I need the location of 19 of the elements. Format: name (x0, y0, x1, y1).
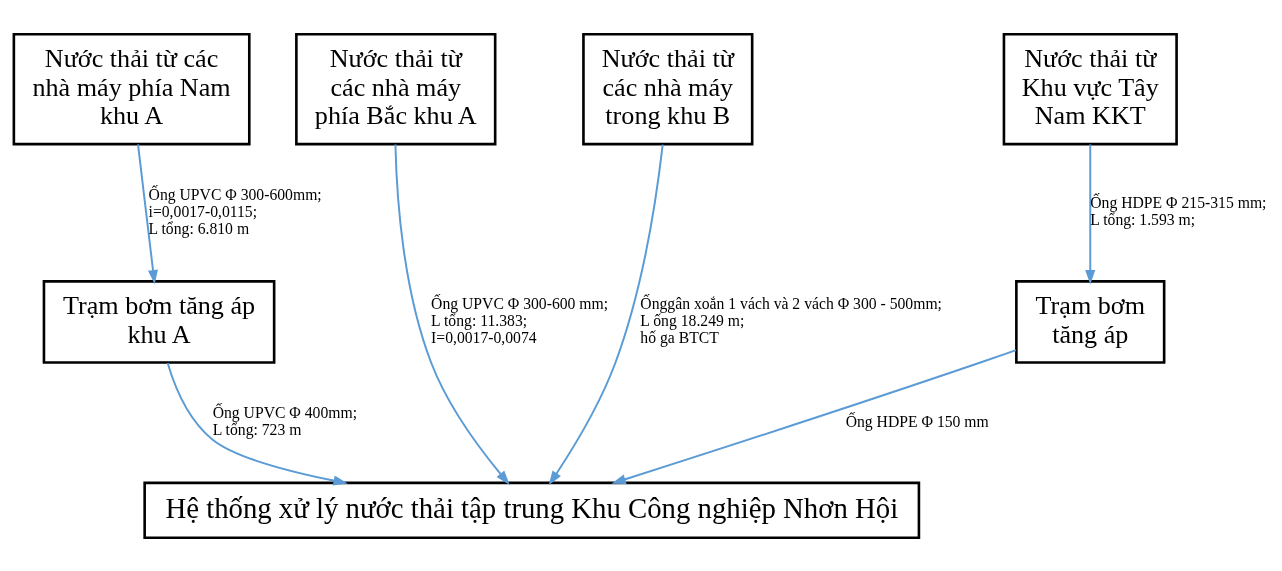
edge-label: Ốnggân xoắn 1 vách và 2 vách Φ 300 - 500mm; L ống 18.249 m; hố ga BTCT (640, 294, 942, 346)
node-box: Trạm bơm tăng áp (1015, 279, 1166, 364)
arrow (394, 142, 510, 485)
node-box: Nước thải từ các nhà máy phía Nam khu A (12, 32, 251, 145)
edge-label: Ống HDPE Φ 215-315 mm; L tổng: 1.593 m; (1090, 193, 1267, 228)
node-box: Nước thải từ các nhà máy trong khu B (582, 32, 754, 145)
arrow (548, 143, 664, 485)
edge-label: Ống UPVC Φ 300-600 mm; L tổng: 11.383; I=0,0017-0,0074 (431, 294, 609, 346)
edge-label: Ống UPVC Φ 400mm; L tổng: 723 m (212, 403, 358, 438)
node-box: Nước thải từ Khu vực Tây Nam KKT (1002, 32, 1178, 145)
node-box: Hệ thống xử lý nước thải tập trung Khu Công nghiệp Nhơn Hội (143, 481, 921, 539)
arrow (611, 348, 1017, 484)
arrow (137, 142, 158, 284)
edge-label: Ống UPVC Φ 300-600mm; i=0,0017-0,0115; L tổng: 6.810 m (148, 185, 322, 237)
arrow (166, 361, 348, 486)
arrow (1085, 142, 1096, 284)
node-box: Nước thải từ các nhà máy phía Bắc khu A (295, 32, 497, 145)
node-box: Trạm bơm tăng áp khu A (42, 279, 276, 364)
edge-label: Ống HDPE Φ 150 mm (845, 412, 989, 430)
